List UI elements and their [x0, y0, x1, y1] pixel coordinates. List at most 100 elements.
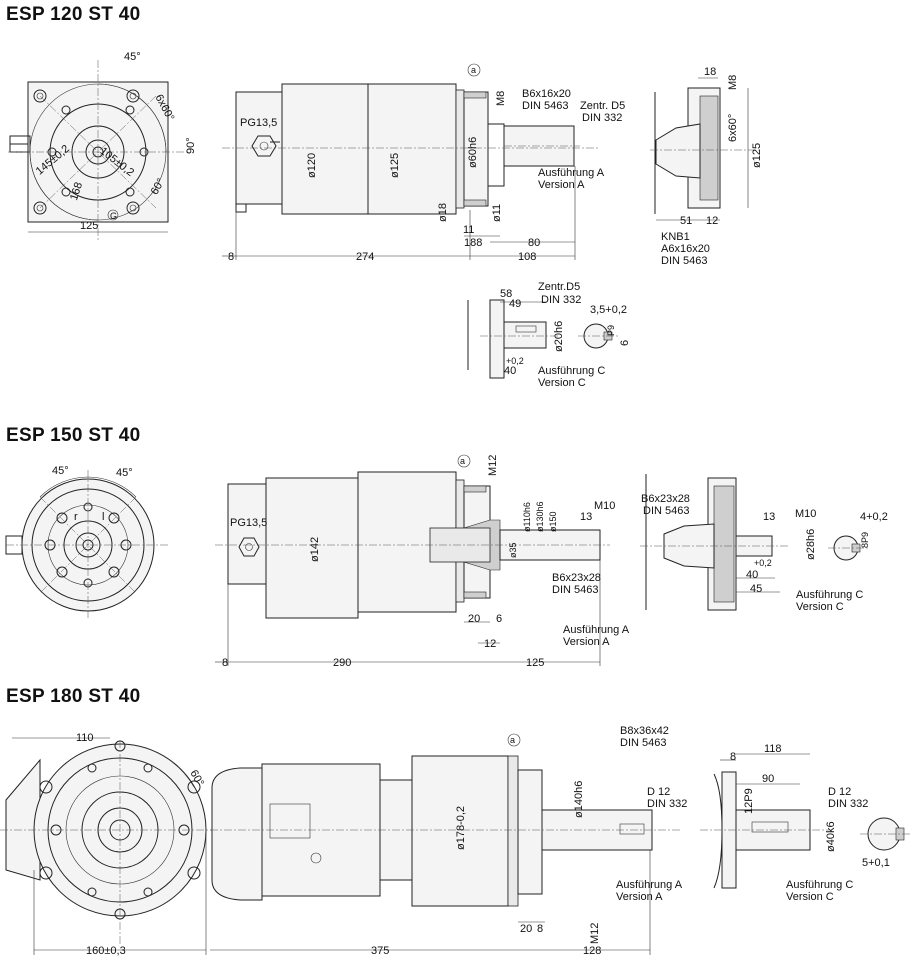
s1-a6: A6x16x20 [661, 243, 710, 255]
s1-c-35: 3,5+0,2 [590, 304, 627, 316]
s1-c-58: 58 [500, 288, 512, 300]
s2-20: 20 [468, 613, 480, 625]
s1-d80: 80 [528, 237, 540, 249]
s2-r-02: +0,2 [754, 558, 772, 568]
s1-din5463: DIN 5463 [522, 100, 568, 112]
s3-din5463: DIN 5463 [620, 737, 666, 749]
s1-o120: ø120 [306, 153, 318, 178]
s2-m10: M10 [594, 500, 615, 512]
s2-l: l [102, 511, 104, 523]
s1-label-90deg: 90° [185, 137, 197, 154]
esp150-version-c-detail [640, 474, 870, 611]
s2-125: 125 [526, 657, 544, 669]
s2-r-m10: M10 [795, 508, 816, 520]
s1-r-12: 12 [706, 215, 718, 227]
s2-12: 12 [484, 638, 496, 650]
s3-r-8: 8 [730, 751, 736, 763]
s1-c-o20: ø20h6 [553, 321, 565, 352]
s1-d274: 274 [356, 251, 374, 263]
s3-r-din332: DIN 332 [828, 798, 868, 810]
s3-128: 128 [583, 945, 601, 957]
s1-r-o125: ø125 [751, 143, 763, 168]
s1-r-m8: M8 [727, 75, 739, 90]
s3-110: 110 [76, 732, 94, 744]
s3-r-5: 5+0,1 [862, 857, 890, 869]
s2-a: a [460, 456, 465, 466]
s2-45b: 45° [116, 467, 133, 479]
title-esp-120: ESP 120 ST 40 [6, 4, 141, 25]
s3-375: 375 [371, 945, 389, 957]
esp120-knb1-detail [650, 77, 760, 221]
s3-r-90: 90 [762, 773, 774, 785]
s2-m12: M12 [487, 455, 499, 476]
s2-r: r [74, 511, 78, 523]
s2-verA: Version A [563, 636, 610, 648]
s2-o35: ø35 [508, 542, 518, 558]
s2-b6: B6x23x28 [552, 572, 601, 584]
esp180-side-view [210, 733, 680, 955]
s3-r-118: 118 [764, 743, 782, 755]
s3-r-12p9: 12P9 [743, 788, 755, 814]
s1-c-din332: DIN 332 [541, 294, 581, 306]
s1-c-40: 40 [504, 365, 516, 377]
s2-pg: PG13,5 [230, 517, 267, 529]
s2-ausC: Ausführung C [796, 589, 863, 601]
s2-din5463: DIN 5463 [552, 584, 598, 596]
s1-d11: 11 [463, 224, 474, 236]
s2-r-4: 4+0,2 [860, 511, 888, 523]
s1-pg: PG13,5 [240, 117, 277, 129]
esp180-version-c-detail [700, 753, 912, 889]
s1-label-168: 168 [68, 181, 85, 202]
s2-r-45: 45 [750, 583, 762, 595]
esp180-front-view [0, 737, 215, 955]
s3-verA: Version A [616, 891, 663, 903]
s1-r-51: 51 [680, 215, 692, 227]
s2-o110: ø110h6 [522, 502, 532, 532]
s3-o140: ø140h6 [573, 781, 585, 818]
s1-o11: ø11 [491, 204, 503, 222]
s1-zentr: Zentr. D5 [580, 100, 625, 112]
s2-o142: ø142 [309, 537, 321, 562]
s2-r-din: DIN 5463 [643, 505, 689, 517]
s1-ausC: Ausführung C [538, 365, 605, 377]
s3-d12: D 12 [647, 786, 670, 798]
esp120-version-c-detail [467, 299, 620, 379]
esp150-front-view [5, 470, 170, 620]
s1-label-g: G [110, 211, 117, 221]
s1-din5463b: DIN 5463 [661, 255, 707, 267]
s1-o60: ø60h6 [467, 137, 479, 168]
s3-r-o40: ø40k6 [825, 821, 837, 852]
s2-290: 290 [333, 657, 351, 669]
s1-c-p9: P9 [606, 325, 616, 336]
s1-c-zentr: Zentr.D5 [538, 281, 580, 293]
s2-verC: Version C [796, 601, 844, 613]
s1-c-49: 49 [509, 298, 521, 310]
s1-verA: Version A [538, 179, 585, 191]
s2-r-8p9: 8P9 [860, 532, 870, 548]
s1-b6: B6x16x20 [522, 88, 571, 100]
s1-d108: 108 [518, 251, 536, 263]
s2-45a: 45° [52, 465, 69, 477]
s1-ausA: Ausführung A [538, 167, 605, 179]
s3-verC: Version C [786, 891, 834, 903]
esp120-front-view [8, 60, 190, 240]
s2-o130: ø130h6 [535, 501, 545, 532]
s1-m8: M8 [495, 91, 507, 106]
s3-o178: ø178-0,2 [455, 806, 467, 850]
s3-ausA: Ausführung A [616, 879, 683, 891]
s2-r-40: 40 [746, 569, 758, 581]
s1-d188: 188 [464, 237, 482, 249]
s3-160: 160±0,3 [86, 945, 126, 957]
s1-c-02: +0,2 [506, 356, 524, 366]
s1-label-125-width: 125 [80, 220, 98, 232]
s1-d8: 8 [228, 251, 234, 263]
s1-a: a [471, 65, 476, 75]
s1-o18: ø18 [437, 203, 449, 222]
s3-a: a [510, 735, 515, 745]
s2-r-13: 13 [763, 511, 775, 523]
s3-8b: 8 [537, 923, 543, 935]
s2-o150: ø150 [548, 511, 558, 532]
s1-din332: DIN 332 [582, 112, 622, 124]
